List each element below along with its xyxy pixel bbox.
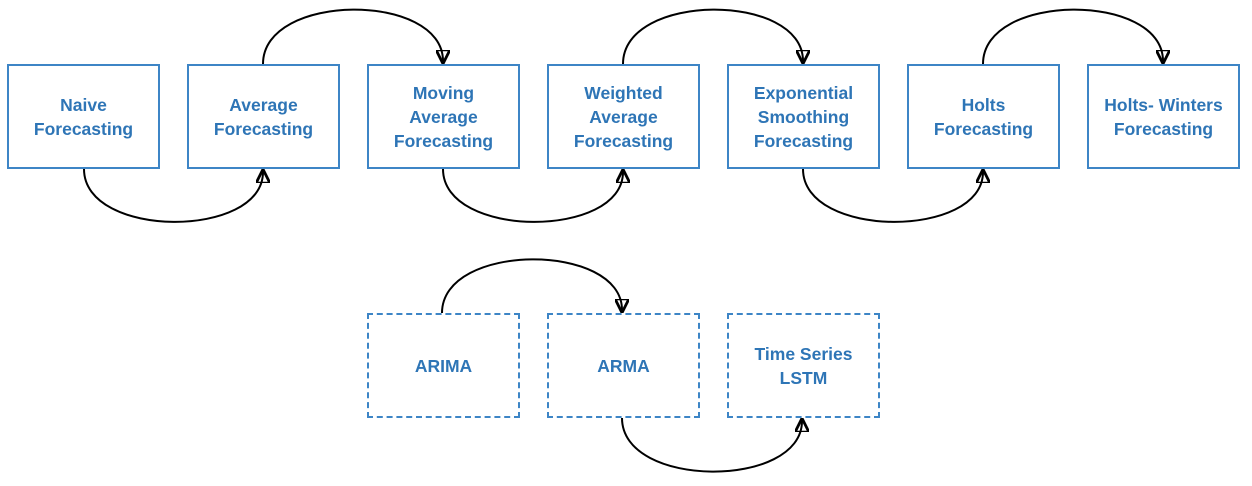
arrow-arma-to-time-series-lstm [621, 417, 802, 473]
node-holts-forecasting: Holts Forecasting [907, 64, 1060, 169]
node-moving-average-forecasting: Moving Average Forecasting [367, 64, 520, 169]
node-holts-winters-forecasting: Holts- Winters Forecasting [1087, 64, 1240, 169]
node-weighted-average-forecasting: Weighted Average Forecasting [547, 64, 700, 169]
arrow-weighted-average-to-exponential-smoothing [622, 8, 803, 65]
node-arma: ARMA [547, 313, 700, 418]
arrow-naive-to-average [83, 168, 263, 223]
arrow-arima-to-arma [441, 258, 622, 314]
node-time-series-lstm: Time Series LSTM [727, 313, 880, 418]
arrow-exponential-smoothing-to-holts [802, 168, 983, 223]
node-naive-forecasting: Naive Forecasting [7, 64, 160, 169]
node-arima: ARIMA [367, 313, 520, 418]
arrow-moving-average-to-weighted-average [442, 168, 623, 223]
node-average-forecasting: Average Forecasting [187, 64, 340, 169]
node-exponential-smoothing-forecasting: Exponential Smoothing Forecasting [727, 64, 880, 169]
arrow-average-to-moving-average [262, 8, 443, 65]
arrow-holts-to-holts-winters [982, 8, 1163, 65]
